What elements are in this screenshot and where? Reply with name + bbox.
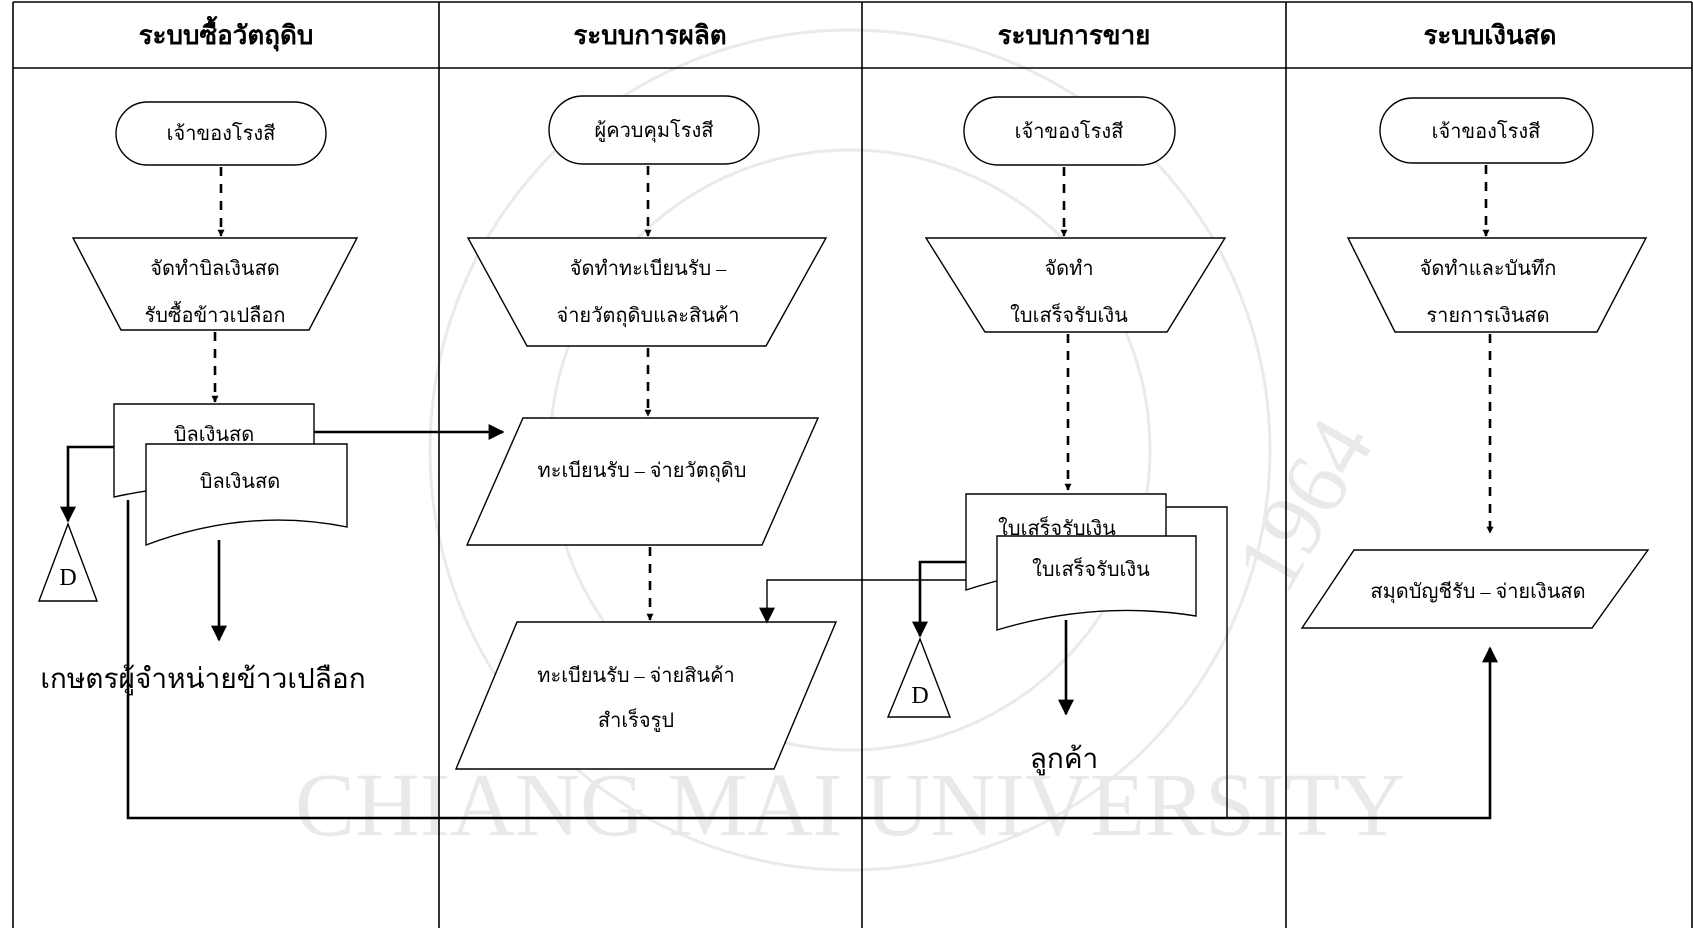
purchase-cash-bill-document-front: บิลเงินสด bbox=[145, 443, 348, 547]
purchase-start-terminator: เจ้าของโรงสี bbox=[115, 101, 327, 166]
sales-start-terminator: เจ้าของโรงสี bbox=[963, 96, 1176, 166]
watermark-university-text: CHIANG MAI UNIVERSITY bbox=[295, 756, 1405, 855]
sales-process-manual-operation: จัดทำ ใบเสร็จรับเงิน bbox=[924, 237, 1227, 333]
purchase-recipient-label: เกษตรผู้จำหน่ายข้าวเปลือก bbox=[40, 664, 365, 696]
sales-doc-front-label: ใบเสร็จรับเงิน bbox=[1032, 556, 1150, 581]
purchase-process-manual-operation: จัดทำบิลเงินสด รับซื้อข้าวเปลือก bbox=[71, 237, 359, 331]
sales-start-label: เจ้าของโรงสี bbox=[1015, 120, 1124, 143]
purchase-process-line2: รับซื้อข้าวเปลือก bbox=[144, 301, 285, 327]
sales-process-line1: จัดทำ bbox=[1044, 258, 1093, 280]
lane-title-production: ระบบการผลิต bbox=[573, 21, 726, 50]
production-register-goods-line2: สำเร็จรูป bbox=[598, 707, 674, 733]
sales-file-triangle: D bbox=[886, 637, 952, 718]
cash-book-register: สมุดบัญชีรับ – จ่ายเงินสด bbox=[1300, 549, 1650, 629]
cash-start-terminator: เจ้าของโรงสี bbox=[1379, 97, 1594, 164]
connector-line bbox=[1166, 506, 1228, 818]
cash-start-label: เจ้าของโรงสี bbox=[1432, 120, 1541, 143]
flow-arrow bbox=[759, 579, 966, 624]
cash-process-manual-operation: จัดทำและบันทึก รายการเงินสด bbox=[1346, 237, 1648, 333]
swimlane-frame bbox=[12, 1, 1693, 928]
cash-process-line2: รายการเงินสด bbox=[1426, 305, 1549, 327]
sales-receipt-document-front: ใบเสร็จรับเงิน bbox=[996, 535, 1197, 631]
purchase-doc-front-label: บิลเงินสด bbox=[200, 471, 280, 493]
sales-recipient-label: ลูกค้า bbox=[1030, 744, 1099, 776]
flow-arrow bbox=[60, 445, 114, 523]
lane-title-cash: ระบบเงินสด bbox=[1423, 21, 1556, 50]
flow-arrow-to-cash-book bbox=[126, 500, 1498, 820]
production-process-line1: จัดทำทะเบียนรับ – bbox=[570, 258, 727, 280]
production-process-line2: จ่ายวัตถุดิบและสินค้า bbox=[556, 305, 739, 328]
production-finished-goods-register: ทะเบียนรับ – จ่ายสินค้า สำเร็จรูป bbox=[454, 621, 838, 770]
purchase-start-label: เจ้าของโรงสี bbox=[167, 122, 276, 145]
university-seal-watermark: CHIANG MAI UNIVERSITY 1964 bbox=[295, 28, 1405, 872]
production-raw-material-register: ทะเบียนรับ – จ่ายวัตถุดิบ bbox=[465, 417, 820, 546]
production-register-raw-label: ทะเบียนรับ – จ่ายวัตถุดิบ bbox=[538, 460, 747, 483]
production-start-label: ผู้ควบคุมโรงสี bbox=[594, 119, 713, 143]
sales-process-line2: ใบเสร็จรับเงิน bbox=[1010, 302, 1128, 327]
purchase-file-label: D bbox=[59, 565, 76, 591]
cash-book-label: สมุดบัญชีรับ – จ่ายเงินสด bbox=[1370, 581, 1585, 604]
sales-file-label: D bbox=[911, 683, 928, 709]
production-start-terminator: ผู้ควบคุมโรงสี bbox=[548, 95, 760, 165]
lane-title-purchasing: ระบบซื้อวัตถุดิบ bbox=[139, 15, 314, 52]
lane-title-sales: ระบบการขาย bbox=[998, 21, 1151, 50]
purchase-file-triangle: D bbox=[37, 522, 99, 602]
production-register-goods-line1: ทะเบียนรับ – จ่ายสินค้า bbox=[537, 665, 734, 687]
production-process-manual-operation: จัดทำทะเบียนรับ – จ่ายวัตถุดิบและสินค้า bbox=[466, 237, 828, 347]
purchase-process-line1: จัดทำบิลเงินสด bbox=[150, 258, 280, 280]
purchase-doc-back-label: บิลเงินสด bbox=[174, 424, 254, 446]
cash-process-line1: จัดทำและบันทึก bbox=[1420, 258, 1557, 280]
flow-arrow bbox=[912, 560, 966, 638]
